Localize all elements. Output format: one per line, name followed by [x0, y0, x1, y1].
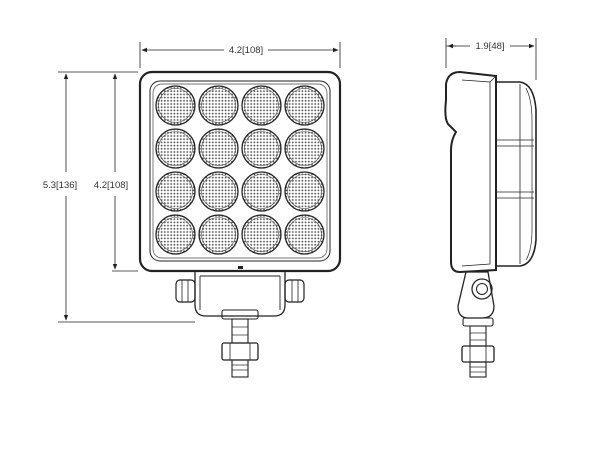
lens-ring-2 [201, 88, 236, 123]
lens-ring-4 [287, 88, 322, 123]
lens-ring-9 [158, 174, 193, 209]
front-mount-bracket [175, 271, 305, 378]
lens-ring-14 [201, 217, 236, 252]
front-width-dimension: 4.2[108] [139, 42, 341, 68]
side-lens-bezel [495, 81, 537, 267]
lens-ring-10 [201, 174, 236, 209]
lens-15 [241, 214, 282, 255]
lens-13 [155, 214, 196, 255]
lens-8 [284, 128, 325, 169]
lens-ring-6 [201, 131, 236, 166]
lens-6 [198, 128, 239, 169]
lens-ring-7 [244, 131, 279, 166]
side-view: 1.9[48] [444, 38, 537, 378]
front-housing-height-label: 4.2[108] [94, 180, 128, 191]
lens-ring-11 [244, 174, 279, 209]
front-housing-height-dimension: 4.2[108] [94, 73, 138, 272]
front-housing-inner [149, 80, 331, 262]
side-mount [457, 271, 495, 378]
side-depth-dimension: 1.9[48] [445, 38, 537, 80]
front-overall-height-label: 5.3[136] [43, 180, 77, 191]
lens-16 [284, 214, 325, 255]
front-overall-height-dimension: 5.3[136] [43, 71, 195, 323]
lens-7 [241, 128, 282, 169]
front-width-label: 4.2[108] [229, 45, 263, 56]
lens-14 [198, 214, 239, 255]
lens-3 [241, 85, 282, 126]
lens-ring-15 [244, 217, 279, 252]
lens-ring-13 [158, 217, 193, 252]
lens-ring-8 [287, 131, 322, 166]
lens-9 [155, 171, 196, 212]
lens-11 [241, 171, 282, 212]
side-housing-body [444, 70, 497, 274]
side-depth-label: 1.9[48] [475, 41, 504, 52]
lens-ring-12 [287, 174, 322, 209]
lens-ring-3 [244, 88, 279, 123]
lens-2 [198, 85, 239, 126]
lens-ring-16 [287, 217, 322, 252]
lens-1 [155, 85, 196, 126]
front-view: 4.2[108] 5.3[136] 4.2[108] [43, 42, 342, 378]
lens-10 [198, 171, 239, 212]
front-indicator [238, 266, 243, 269]
lens-12 [284, 171, 325, 212]
lens-5 [155, 128, 196, 169]
lens-ring-5 [158, 131, 193, 166]
lens-ring-1 [158, 88, 193, 123]
front-housing-inner-lip [152, 83, 328, 259]
lens-grid [155, 85, 325, 255]
lens-4 [284, 85, 325, 126]
